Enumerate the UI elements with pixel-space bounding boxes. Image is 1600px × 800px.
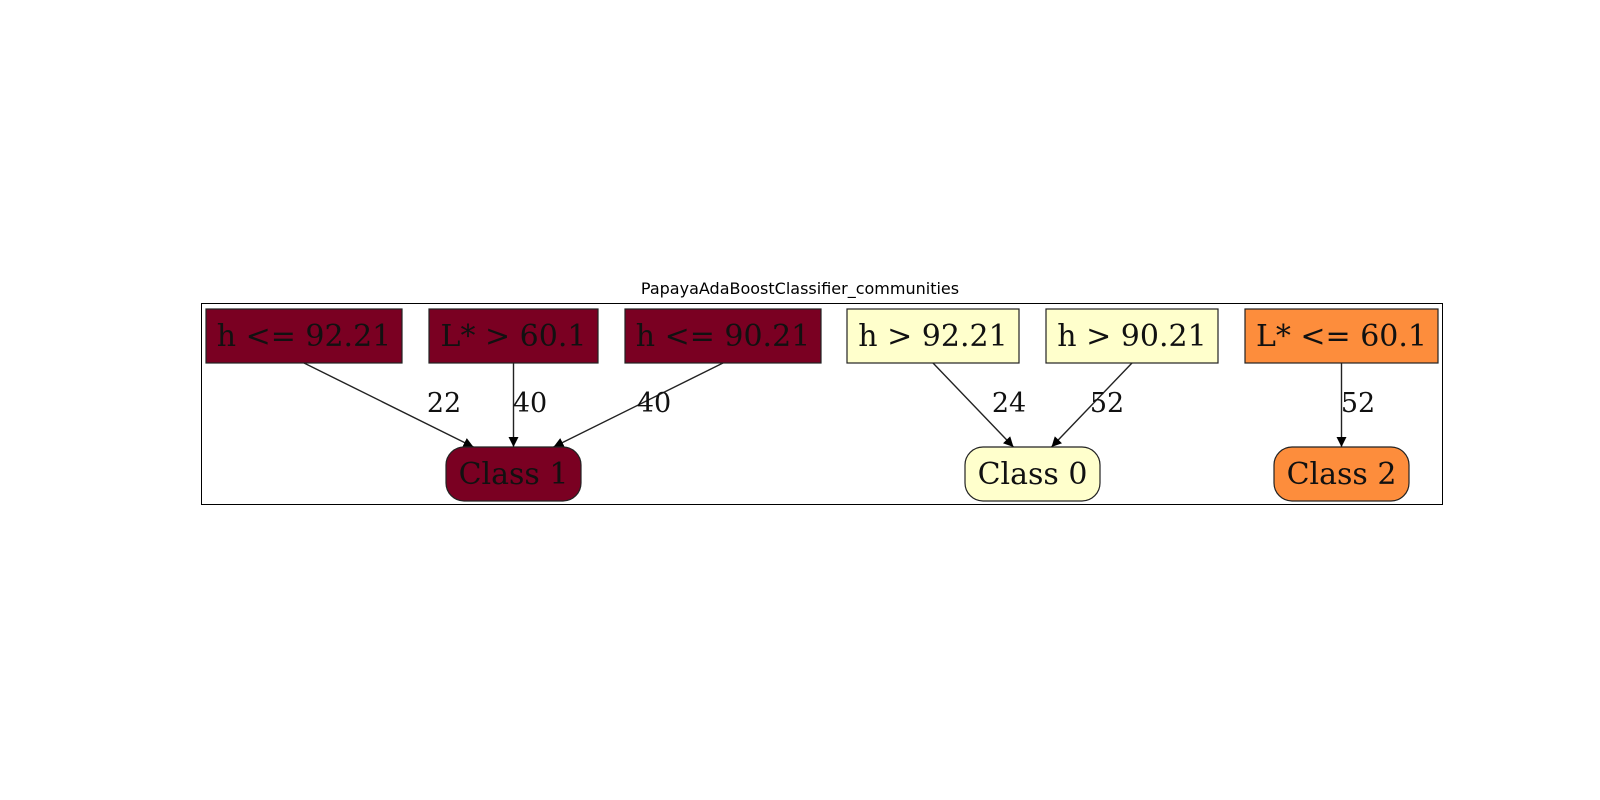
rule-node-r2 bbox=[428, 308, 599, 364]
edge-label: 52 bbox=[1341, 388, 1375, 419]
class-node-label: Class 1 bbox=[459, 457, 569, 492]
rule-node-label: h > 92.21 bbox=[858, 319, 1007, 354]
rule-node-label: h <= 90.21 bbox=[636, 319, 811, 354]
class-node-label: Class 2 bbox=[1287, 457, 1397, 492]
edge-r1-to-class_1 bbox=[303, 362, 474, 448]
rule-node-r5 bbox=[1045, 308, 1219, 364]
edge-label: 40 bbox=[637, 388, 671, 419]
rule-node-label: h > 90.21 bbox=[1057, 319, 1206, 354]
class-node-class-1 bbox=[445, 446, 582, 502]
edge-label: 22 bbox=[427, 388, 461, 419]
class-node-class-2 bbox=[1273, 446, 1410, 502]
edge-label: 24 bbox=[992, 388, 1026, 419]
edge-r4-to-class_0 bbox=[932, 362, 1015, 448]
rule-node-label: L* > 60.1 bbox=[441, 319, 587, 354]
rule-node-r3 bbox=[624, 308, 822, 364]
class-node-label: Class 0 bbox=[978, 457, 1088, 492]
edge-r3-to-class_1 bbox=[553, 362, 724, 448]
rule-node-r1 bbox=[205, 308, 403, 364]
edge-label: 40 bbox=[513, 388, 547, 419]
rule-node-label: L* <= 60.1 bbox=[1256, 319, 1427, 354]
rule-node-r6 bbox=[1244, 308, 1439, 364]
rule-node-label: h <= 92.21 bbox=[217, 319, 392, 354]
class-node-class-0 bbox=[964, 446, 1101, 502]
edge-r5-to-class_0 bbox=[1050, 362, 1133, 448]
edge-label: 52 bbox=[1090, 388, 1124, 419]
rule-node-r4 bbox=[846, 308, 1020, 364]
diagram-frame bbox=[201, 303, 1443, 505]
diagram-title: PapayaAdaBoostClassifier_communities bbox=[640, 279, 960, 298]
